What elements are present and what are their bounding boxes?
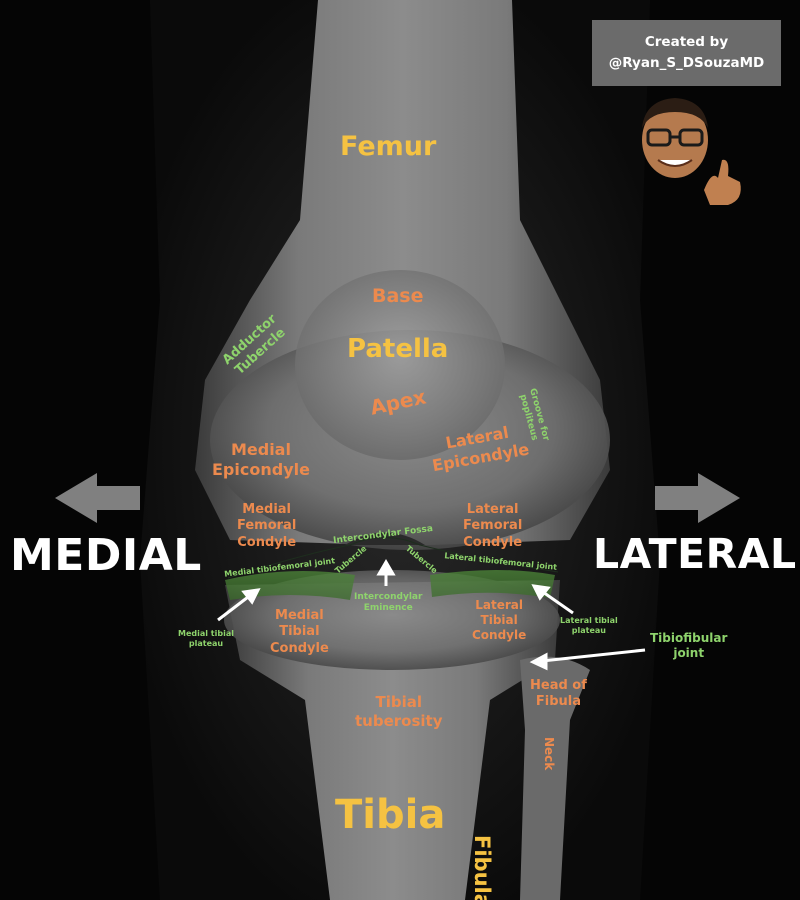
eminence-line-1: Intercondylar bbox=[354, 592, 423, 602]
mfc-line-3: Condyle bbox=[237, 534, 297, 550]
tibiofibular-line-1: Tibiofibular bbox=[650, 631, 728, 645]
lateral-plateau-pointer bbox=[539, 588, 574, 615]
mtp-line-2: plateau bbox=[188, 639, 224, 648]
joint-line bbox=[227, 537, 559, 579]
tibiofibular-line-2: joint bbox=[673, 646, 705, 660]
lateral-tibial-plateau-label: Lateral tibial plateau bbox=[560, 616, 618, 636]
ltp-line-2: plateau bbox=[571, 626, 606, 635]
femur-label: Femur bbox=[340, 131, 437, 162]
pointer-arrows bbox=[217, 559, 646, 671]
mtc-line-1: Medial bbox=[275, 608, 324, 623]
patella-shape bbox=[295, 270, 505, 460]
medial-tibial-plateau-label: Medial tibial plateau bbox=[178, 629, 234, 649]
lfc-line-2: Femoral bbox=[463, 518, 523, 534]
head-line-1: Head of bbox=[530, 678, 587, 693]
tibial-tuberosity-label: Tibial tuberosity bbox=[355, 693, 442, 731]
fibula-shape bbox=[520, 656, 590, 900]
tibia-label: Tibia bbox=[335, 792, 446, 838]
ltc-line-2: Tibial bbox=[480, 613, 518, 627]
medial-arrow-icon bbox=[55, 473, 140, 523]
credit-line-1: Created by bbox=[644, 34, 729, 51]
tibiofibular-pointer bbox=[541, 648, 646, 663]
credit-handle: @Ryan_S_DSouzaMD bbox=[608, 55, 765, 71]
medial-tibial-condyle-label: Medial Tibial Condyle bbox=[270, 608, 329, 657]
medial-epicondyle-label: Medial Epicondyle bbox=[212, 440, 310, 480]
credit-box: Created by @Ryan_S_DSouzaMD bbox=[592, 20, 781, 86]
head-line-2: Fibula bbox=[535, 694, 582, 710]
ltp-line-1: Lateral tibial bbox=[560, 616, 618, 625]
lfc-line-1: Lateral bbox=[466, 502, 519, 517]
intercondylar-eminence-label: Intercondylar Eminence bbox=[354, 592, 422, 615]
fibula-neck-label: Neck bbox=[542, 737, 556, 771]
avatar bbox=[642, 98, 741, 205]
medial-femoral-condyle-label: Medial Femoral Condyle bbox=[237, 502, 296, 551]
fibula-label: Fibula bbox=[470, 835, 494, 900]
lateral-joint-space bbox=[430, 570, 555, 598]
medial-direction-label: MEDIAL bbox=[10, 530, 202, 581]
arrowhead-icon bbox=[529, 652, 548, 671]
mtc-line-3: Condyle bbox=[270, 640, 329, 656]
ltc-line-3: Condyle bbox=[472, 628, 527, 642]
patella-label: Patella bbox=[347, 334, 449, 364]
tibiofibular-joint-label: Tibiofibular joint bbox=[650, 631, 727, 661]
medial-epicondyle-line-2: Epicondyle bbox=[212, 460, 310, 479]
arrowhead-icon bbox=[376, 559, 396, 576]
lfc-line-3: Condyle bbox=[463, 534, 523, 550]
lateral-tibial-condyle-label: Lateral Tibial Condyle bbox=[472, 598, 526, 643]
intercondylar-notch-shape bbox=[345, 532, 425, 545]
head-of-fibula-label: Head of Fibula bbox=[530, 678, 587, 711]
arrowhead-icon bbox=[241, 588, 261, 605]
medial-plateau-pointer bbox=[217, 592, 253, 622]
arrowhead-icon bbox=[531, 584, 551, 601]
lateral-arrow-icon bbox=[655, 473, 740, 523]
mfc-line-2: Femoral bbox=[237, 518, 297, 534]
mtc-line-2: Tibial bbox=[279, 624, 320, 640]
medial-epicondyle-line-1: Medial bbox=[230, 440, 291, 459]
mtp-line-1: Medial tibial bbox=[178, 629, 234, 638]
eminence-line-2: Eminence bbox=[363, 603, 413, 614]
mfc-line-1: Medial bbox=[242, 502, 292, 517]
lateral-femoral-condyle-label: Lateral Femoral Condyle bbox=[463, 502, 522, 551]
tuberosity-line-1: Tibial bbox=[375, 693, 422, 711]
ltc-line-1: Lateral bbox=[475, 598, 523, 612]
lateral-direction-label: LATERAL bbox=[593, 530, 797, 578]
patella-base-label: Base bbox=[372, 285, 424, 307]
tuberosity-line-2: tuberosity bbox=[355, 711, 443, 730]
